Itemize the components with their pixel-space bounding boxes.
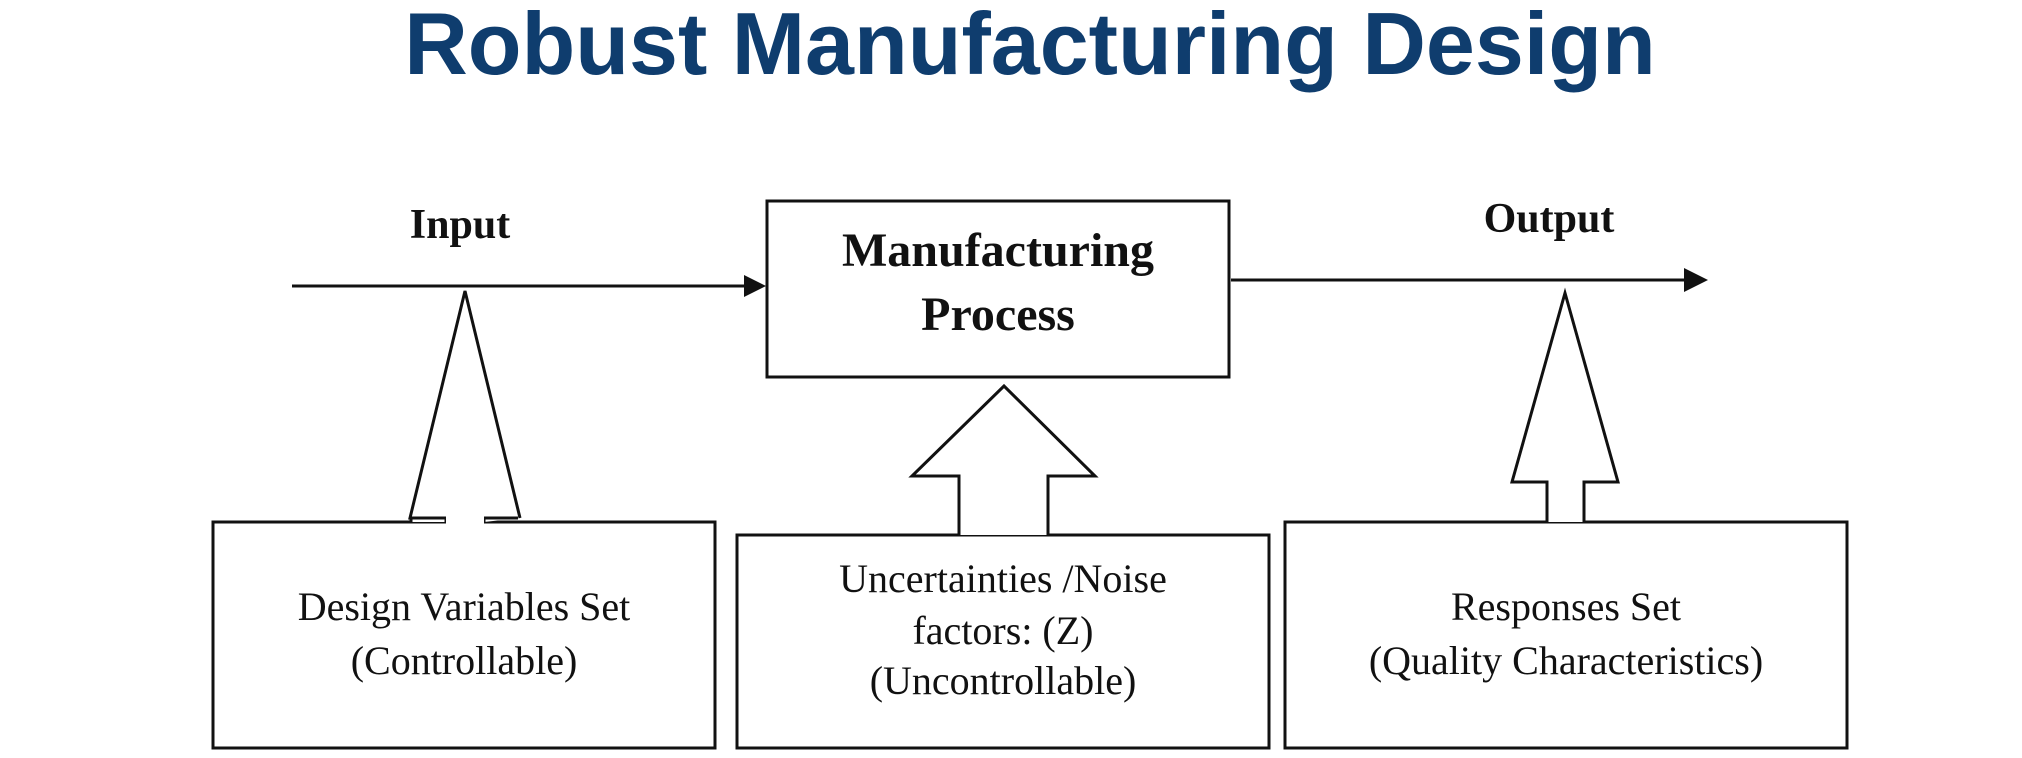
design-variables-line2: (Controllable)	[351, 638, 578, 683]
noise-factors-line1: Uncertainties /Noise	[839, 556, 1167, 601]
noise-factors-line2: factors: (Z)	[912, 608, 1093, 653]
responses-box	[1283, 520, 1849, 750]
input-arrowhead-icon	[744, 275, 766, 297]
input-label: Input	[410, 202, 510, 248]
design-variables-arrow	[408, 290, 522, 522]
noise-factors-line3: (Uncontrollable)	[870, 658, 1137, 703]
design-variables-line1: Design Variables Set	[298, 584, 631, 629]
responses-arrow	[1510, 287, 1620, 522]
responses-line1: Responses Set	[1451, 584, 1681, 629]
process-label-line1: Manufacturing	[842, 224, 1154, 277]
output-arrowhead-icon	[1684, 268, 1708, 292]
design-variables-box	[211, 520, 717, 750]
process-label-line2: Process	[921, 288, 1075, 341]
output-label: Output	[1484, 196, 1615, 242]
page-title: Robust Manufacturing Design	[404, 0, 1656, 93]
noise-factors-arrow	[908, 383, 1099, 535]
manufacturing-process-box	[765, 199, 1231, 379]
responses-line2: (Quality Characteristics)	[1369, 638, 1763, 683]
